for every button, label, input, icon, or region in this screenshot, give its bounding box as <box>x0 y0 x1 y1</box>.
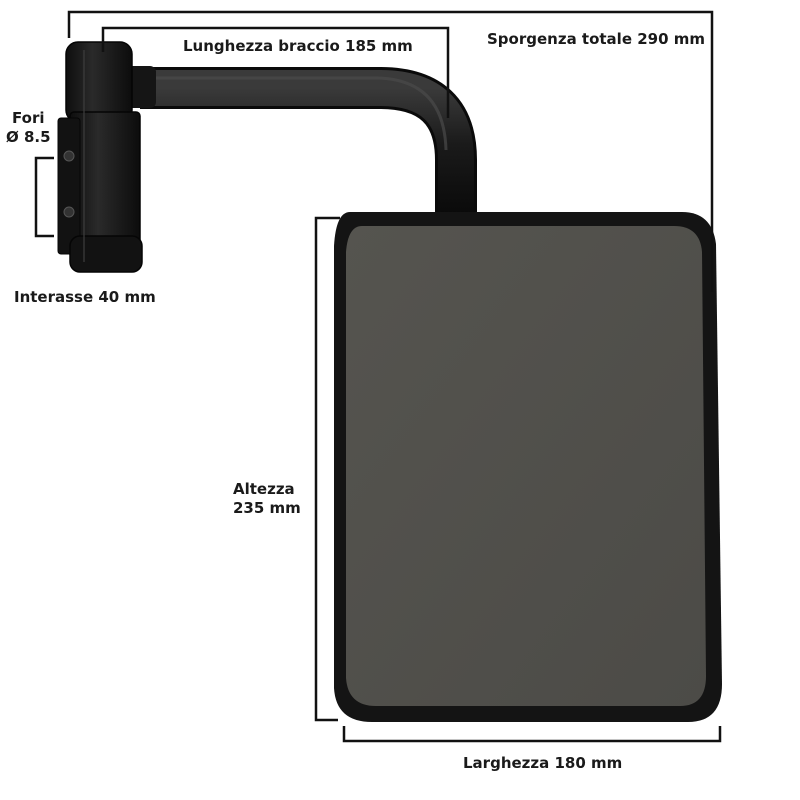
dimension-width <box>342 726 722 743</box>
mounting-hole <box>63 150 75 162</box>
width-label: Larghezza 180 mm <box>463 754 623 772</box>
mounting-bracket <box>57 41 143 273</box>
mirror-arm <box>126 66 477 214</box>
dimension-arm-length <box>101 26 450 118</box>
dimension-height <box>314 216 340 722</box>
mirror-glass <box>346 226 706 706</box>
center-distance-label: Interasse 40 mm <box>14 288 156 306</box>
total-protrusion-label: Sporgenza totale 290 mm <box>487 30 706 48</box>
arm-length-label: Lunghezza braccio 185 mm <box>183 37 413 55</box>
height-label: Altezza <box>233 480 295 498</box>
height-value-label: 235 mm <box>233 499 301 517</box>
mirror-head <box>334 212 722 722</box>
dimension-lines <box>34 10 722 743</box>
dimension-center-distance <box>34 156 54 238</box>
holes-diameter-label: Ø 8.5 <box>6 128 51 146</box>
mounting-hole <box>63 206 75 218</box>
dimension-total-protrusion <box>67 10 714 292</box>
holes-label: Fori <box>12 109 45 127</box>
